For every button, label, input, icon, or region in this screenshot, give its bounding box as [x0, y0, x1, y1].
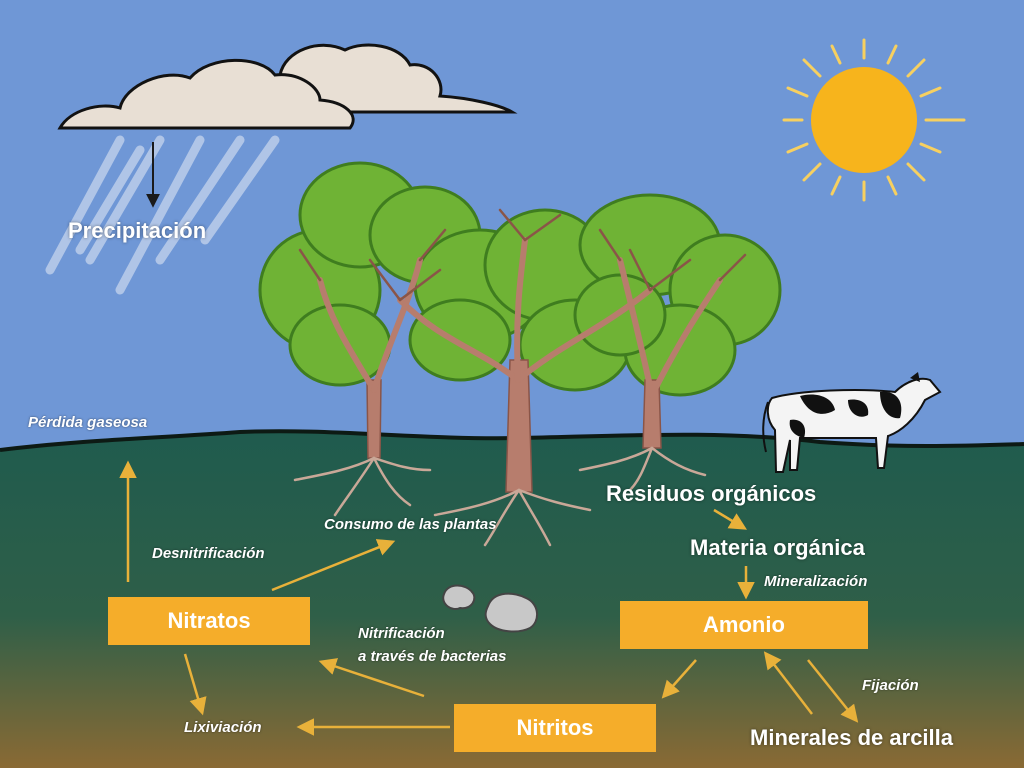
arrow-amonio-to-minerales: [807, 659, 859, 723]
arrow-minerales-to-amonio: [763, 651, 813, 715]
flow-arrows: [119, 460, 859, 736]
label-nitrificacion-line2: a través de bacterias: [358, 648, 507, 665]
arrow-nitratos-to-lixiviacion: [183, 653, 207, 716]
box-nitratos: Nitratos: [108, 597, 310, 645]
sun: [782, 38, 966, 202]
arrow-residuos-to-materia: [713, 508, 748, 530]
rocks: [442, 584, 538, 633]
cow: [762, 372, 942, 473]
label-nitrificacion-line1: Nitrificación: [358, 625, 445, 642]
trees: [258, 161, 782, 547]
box-amonio: Amonio: [620, 601, 868, 649]
cloud: [57, 43, 518, 130]
label-perdida-gaseosa: Pérdida gaseosa: [28, 414, 148, 431]
label-minerales-arcilla: Minerales de arcilla: [750, 725, 953, 750]
rain-streaks: [45, 135, 280, 295]
label-precipitacion: Precipitación: [68, 218, 207, 243]
label-materia-organica: Materia orgánica: [690, 535, 865, 560]
label-desnitrificacion: Desnitrificación: [152, 545, 265, 562]
label-consumo-plantas: Consumo de las plantas: [324, 516, 497, 533]
label-fijacion: Fijación: [862, 677, 919, 694]
arrow-amonio-to-nitritos: [661, 659, 697, 699]
arrow-nitritos-to-nitratos: [318, 658, 425, 698]
label-mineralizacion: Mineralización: [764, 573, 868, 590]
arrow-nitratos-to-consumo: [271, 539, 396, 592]
box-nitritos: Nitritos: [454, 704, 656, 752]
label-residuos-organicos: Residuos orgánicos: [606, 481, 817, 506]
label-lixiviacion: Lixiviación: [184, 719, 262, 736]
